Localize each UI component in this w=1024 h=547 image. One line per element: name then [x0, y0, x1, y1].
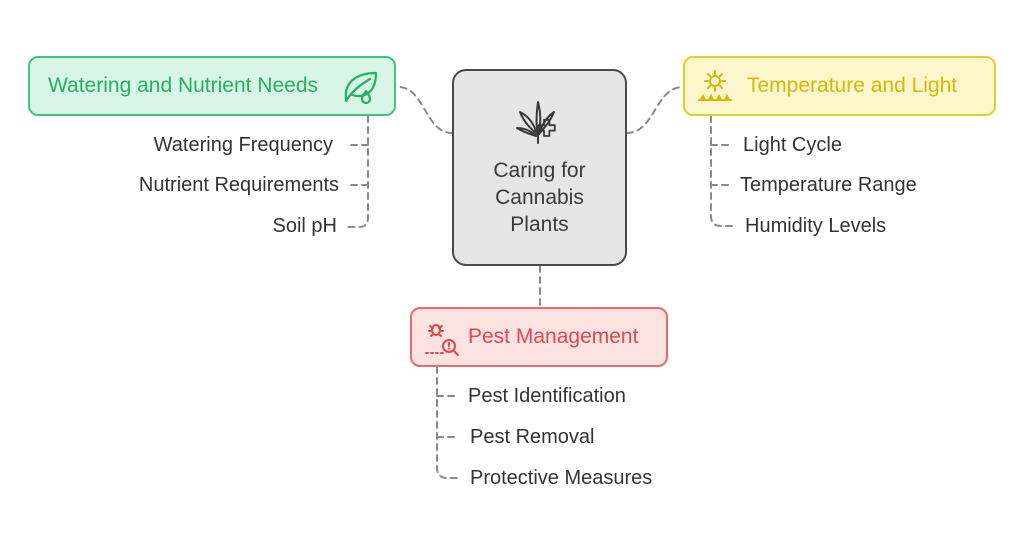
- watering-title: Watering and Nutrient Needs: [48, 74, 319, 97]
- watering-item-2: Nutrient Requirements: [138, 174, 339, 196]
- pest-item-3: Protective Measures: [470, 467, 653, 489]
- connector-pest-tree: [436, 366, 460, 479]
- center-title: Caring for Cannabis Plants: [493, 157, 585, 238]
- leaf-drop-icon: [342, 69, 380, 110]
- center-title-line-3: Plants: [510, 212, 569, 236]
- connector-temp-tree: [710, 115, 734, 227]
- watering-item-3: Soil pH: [272, 215, 337, 237]
- temperature-item-3: Humidity Levels: [745, 215, 887, 237]
- center-title-line-2: Cannabis: [495, 185, 584, 209]
- temperature-item-1: Light Cycle: [743, 134, 842, 156]
- pest-item-1: Pest Identification: [468, 385, 626, 407]
- connector-watering-tree: [346, 115, 369, 228]
- pest-node: Pest Management: [410, 307, 668, 367]
- center-title-line-1: Caring for: [493, 158, 586, 182]
- pest-item-2: Pest Removal: [470, 426, 595, 448]
- temperature-item-2: Temperature Range: [740, 174, 917, 196]
- bug-search-icon: [424, 321, 460, 362]
- pest-title: Pest Management: [468, 325, 639, 348]
- connector-center-temperature: [626, 86, 684, 134]
- center-node: Caring for Cannabis Plants: [452, 69, 627, 266]
- watering-node: Watering and Nutrient Needs: [28, 56, 396, 116]
- cannabis-leaf-plus-icon: [514, 98, 566, 149]
- sun-grass-icon: [697, 70, 733, 109]
- connector-center-watering: [397, 86, 453, 134]
- temperature-node: Temperature and Light: [683, 56, 996, 116]
- temperature-title: Temperature and Light: [747, 74, 958, 97]
- watering-item-1: Watering Frequency: [153, 134, 333, 156]
